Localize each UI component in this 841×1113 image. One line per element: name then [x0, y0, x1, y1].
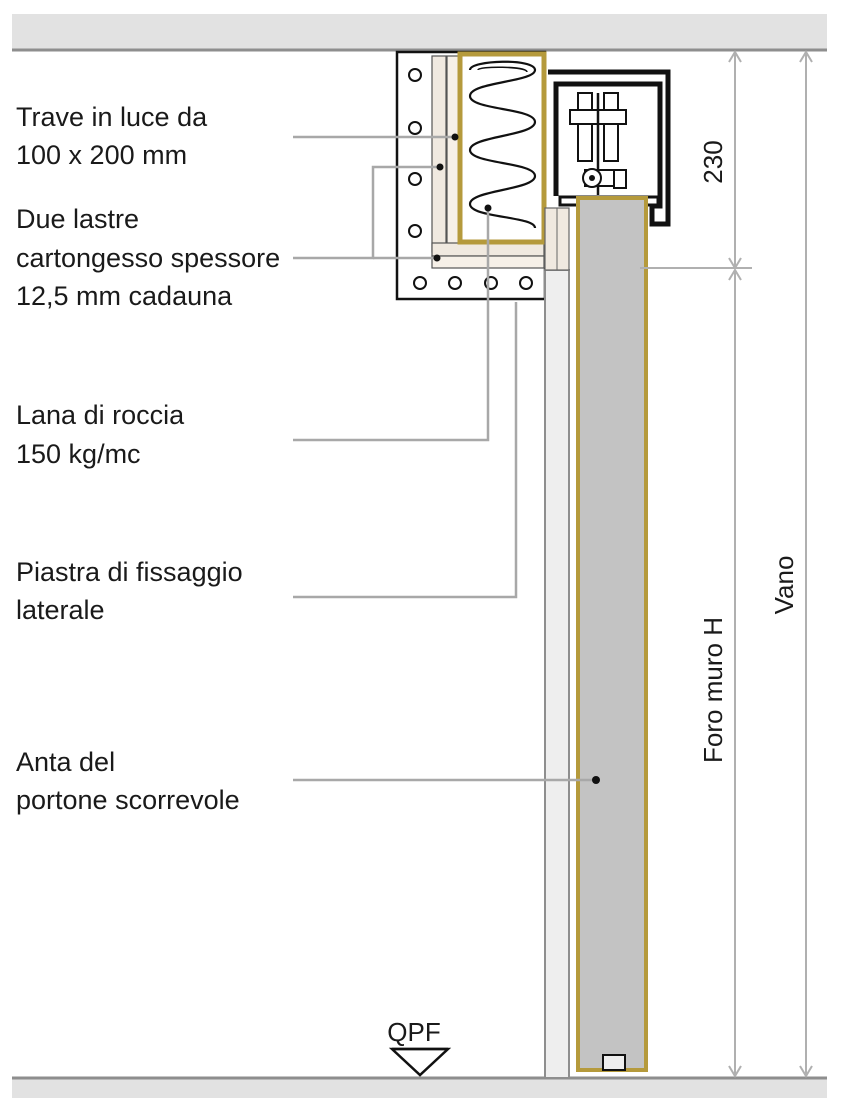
steel-beam [457, 51, 547, 245]
floor-slab [12, 1076, 827, 1098]
leader-door-leaf [293, 776, 600, 784]
leader-fixing-plate [293, 302, 518, 599]
fixing-plate-label-line1: Piastra di fissaggio [16, 557, 243, 587]
plasterboard-label-line3: 12,5 mm cadauna [16, 281, 233, 311]
door-leaf-label-line1: Anta del [16, 747, 115, 777]
leader-plasterboard [293, 163, 444, 262]
clear-opening-label: Vano [769, 556, 799, 615]
leader-beam [293, 133, 459, 141]
door-leaf-label-line2: portone scorrevole [16, 785, 240, 815]
leader-rock-wool [293, 204, 492, 442]
beam-label-line2: 100 x 200 mm [16, 140, 187, 170]
beam-label-line1: Trave in luce da [16, 102, 208, 132]
roller-carriage [569, 92, 627, 195]
dimension-clear-opening [799, 50, 813, 1078]
rock-wool [468, 60, 537, 229]
floor-level-marker [388, 1047, 452, 1077]
dimension-wall-opening [728, 268, 742, 1078]
plasterboard-label-line2: cartongesso spessore [16, 243, 280, 273]
dimension-230-label: 230 [698, 140, 728, 183]
fixing-plate-label-line2: laterale [16, 595, 105, 625]
plasterboard-label-line1: Due lastre [16, 204, 139, 234]
dimension-230 [640, 50, 752, 270]
rock-wool-label-line1: Lana di roccia [16, 400, 185, 430]
wall-jamb [544, 207, 570, 1079]
door-leaf [576, 196, 648, 1072]
wall-opening-label: Foro muro H [698, 617, 728, 763]
floor-level-label: QPF [387, 1017, 440, 1047]
ceiling-slab [12, 14, 827, 52]
rock-wool-label-line2: 150 kg/mc [16, 439, 141, 469]
